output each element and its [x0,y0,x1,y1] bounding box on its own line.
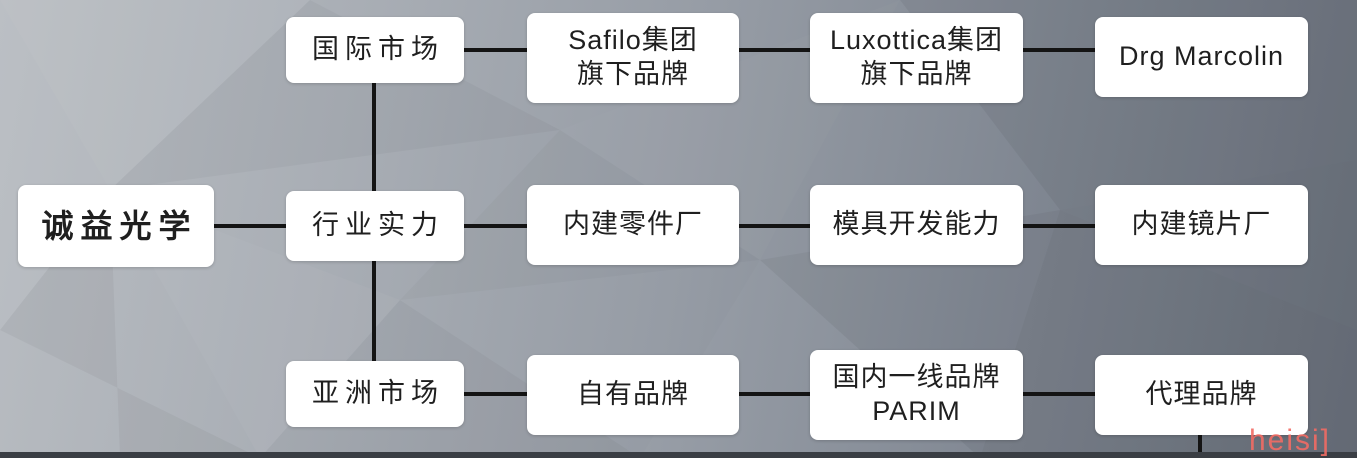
node-category-international-market: 国际市场 [286,17,464,83]
connector-root-to-industry [214,224,286,228]
watermark: heisi] [1248,424,1331,457]
connector-row1-b [739,48,810,52]
connector-bottom-right-stub [1198,432,1202,452]
node-root-company: 诚益光学 [18,185,214,267]
node-drg-marcolin: Drg Marcolin [1095,17,1308,97]
connector-row2-b [739,224,810,228]
bottom-strip [0,452,1357,458]
node-safilo-brands: Safilo集团 旗下品牌 [527,13,739,103]
node-luxottica-brands: Luxottica集团 旗下品牌 [810,13,1023,103]
node-agency-brand: 代理品牌 [1095,355,1308,435]
node-category-asian-market: 亚洲市场 [286,361,464,427]
node-inhouse-lens-factory: 内建镜片厂 [1095,185,1308,265]
connector-row3-b [739,392,810,396]
connector-row3-c [1023,392,1095,396]
connector-row1-c [1023,48,1095,52]
node-own-brand: 自有品牌 [527,355,739,435]
connector-row2-a [464,224,527,228]
node-inhouse-parts-factory: 内建零件厂 [527,185,739,265]
node-category-industry-strength: 行业实力 [286,191,464,261]
connector-row3-a [464,392,527,396]
node-mold-development: 模具开发能力 [810,185,1023,265]
node-domestic-brand-parim: 国内一线品牌 PARIM [810,350,1023,440]
connector-row1-a [464,48,527,52]
connector-row2-c [1023,224,1095,228]
